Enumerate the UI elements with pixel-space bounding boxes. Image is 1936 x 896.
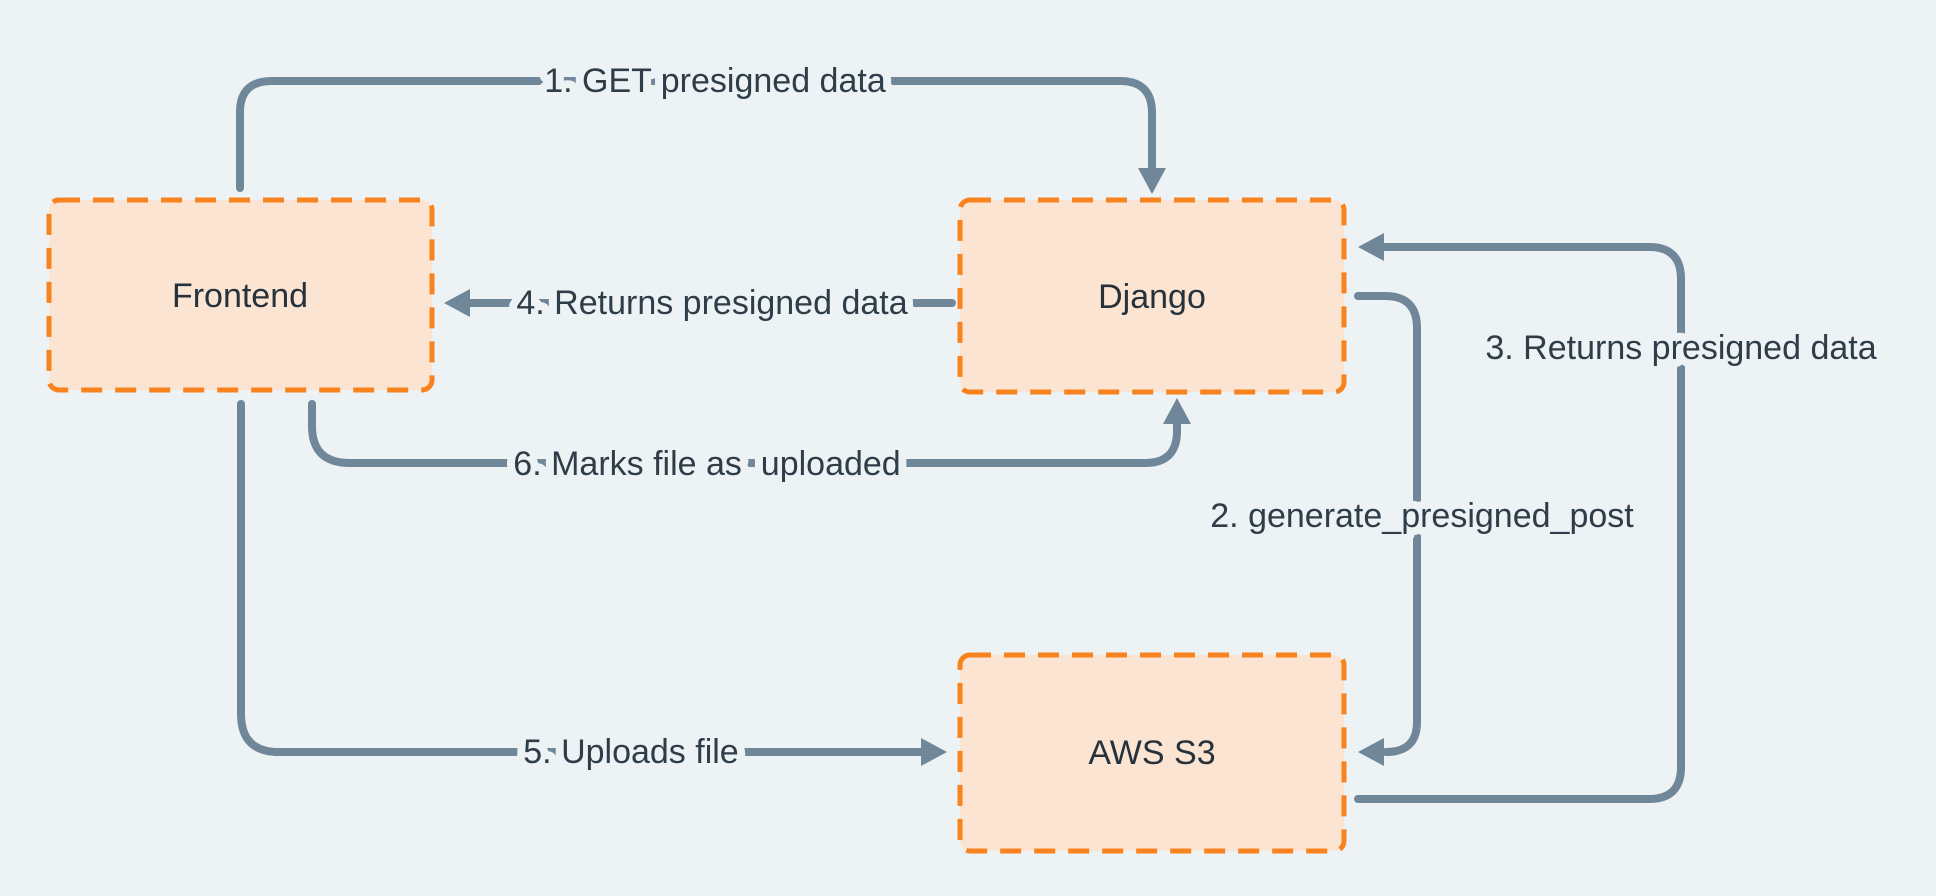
edge-4-label: 4. Returns presigned data [516, 284, 907, 322]
node-django: Django [957, 197, 1347, 395]
edge-3-label: 3. Returns presigned data [1485, 329, 1876, 367]
edge-returns-presigned-to-frontend: 4. Returns presigned data [444, 276, 956, 330]
edge-6-label: 6. Marks file as uploaded [513, 445, 900, 483]
arrowhead-left-icon [1358, 738, 1384, 766]
edge-generate-presigned-post: 2. generate_presigned_post [1202, 292, 1642, 766]
edge-marks-file-uploaded: 6. Marks file as uploaded [308, 398, 1191, 491]
arrowhead-right-icon [921, 738, 947, 766]
node-aws-s3-box [957, 652, 1347, 854]
arrowhead-down-icon [1138, 168, 1166, 194]
edge-uploads-file: 5. Uploads file [237, 400, 947, 779]
node-frontend: Frontend [46, 197, 435, 393]
node-aws-s3: AWS S3 [957, 652, 1347, 854]
edge-returns-presigned-to-django: 3. Returns presigned data [1354, 233, 1885, 803]
edge-1-path [236, 77, 1156, 192]
edge-1-label: 1. GET presigned data [544, 62, 886, 100]
node-frontend-label: Frontend [172, 277, 308, 315]
edge-2-path [1354, 292, 1421, 756]
arrowhead-left-icon [444, 289, 470, 317]
edge-get-presigned-data: 1. GET presigned data [236, 54, 1166, 194]
edge-6-path [308, 400, 1181, 467]
node-frontend-box [46, 197, 435, 393]
node-django-label: Django [1098, 278, 1206, 316]
node-django-box [957, 197, 1347, 395]
edge-5-path [237, 400, 925, 756]
edge-5-label: 5. Uploads file [523, 733, 738, 771]
arrowhead-up-icon [1163, 398, 1191, 424]
node-aws-s3-label: AWS S3 [1088, 734, 1215, 772]
edge-3-path [1354, 243, 1685, 803]
arrowhead-left-icon [1358, 233, 1384, 261]
edge-2-label: 2. generate_presigned_post [1210, 497, 1634, 535]
